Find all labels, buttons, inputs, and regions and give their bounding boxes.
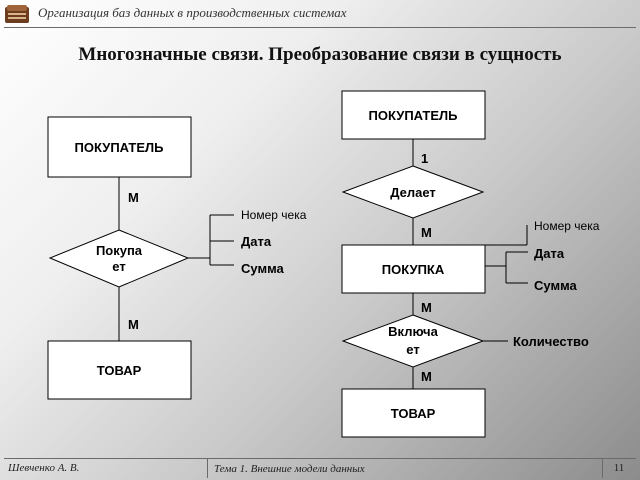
right-attr-quantity: Количество <box>513 334 589 349</box>
entity-purchase-label: ПОКУПКА <box>382 262 445 277</box>
right-cardinality-4: М <box>421 369 432 384</box>
relation-buys <box>48 229 190 288</box>
right-attr-receipt: Номер чека <box>534 219 600 233</box>
relation-buys-label-1: Покупа <box>96 243 143 258</box>
entity-buyer-left-label: ПОКУПАТЕЛЬ <box>75 140 164 155</box>
header-title: Организация баз данных в производственны… <box>38 5 347 20</box>
book-logo-icon <box>5 5 29 23</box>
left-cardinality-top: М <box>128 190 139 205</box>
relation-buys-label-2: ет <box>112 259 125 274</box>
footer-topic: Тема 1. Внешние модели данных <box>214 463 365 475</box>
footer-author: Шевченко А. В. <box>8 462 80 474</box>
left-attr-sum: Сумма <box>241 261 285 276</box>
right-attr-date: Дата <box>534 246 565 261</box>
right-cardinality-1: 1 <box>421 151 428 166</box>
right-cardinality-3: М <box>421 300 432 315</box>
left-cardinality-bottom: М <box>128 317 139 332</box>
left-attr-receipt: Номер чека <box>241 208 307 222</box>
right-cardinality-2: М <box>421 225 432 240</box>
left-attr-date: Дата <box>241 234 272 249</box>
entity-buyer-right-label: ПОКУПАТЕЛЬ <box>369 108 458 123</box>
page-number: 11 <box>613 462 625 474</box>
entity-buyer-right <box>341 90 486 140</box>
relation-makes-label: Делает <box>390 185 436 200</box>
right-attr-sum: Сумма <box>534 278 578 293</box>
slide-title: Многозначные связи. Преобразование связи… <box>78 44 562 65</box>
entity-purchase <box>341 244 486 294</box>
entity-product-left-label: ТОВАР <box>97 363 142 378</box>
footer-separator-2 <box>602 458 603 478</box>
entity-product-right-label: ТОВАР <box>391 406 436 421</box>
entity-buyer-left <box>47 116 192 178</box>
footer-bar <box>4 458 636 479</box>
relation-includes-label-2: ет <box>406 342 419 357</box>
footer-separator-1 <box>207 458 208 478</box>
header-divider <box>4 27 636 28</box>
relation-includes <box>341 314 485 368</box>
relation-includes-label-1: Включа <box>388 324 438 339</box>
entity-product-right <box>341 388 486 438</box>
entity-product-left <box>47 340 192 400</box>
relation-makes <box>341 165 485 219</box>
